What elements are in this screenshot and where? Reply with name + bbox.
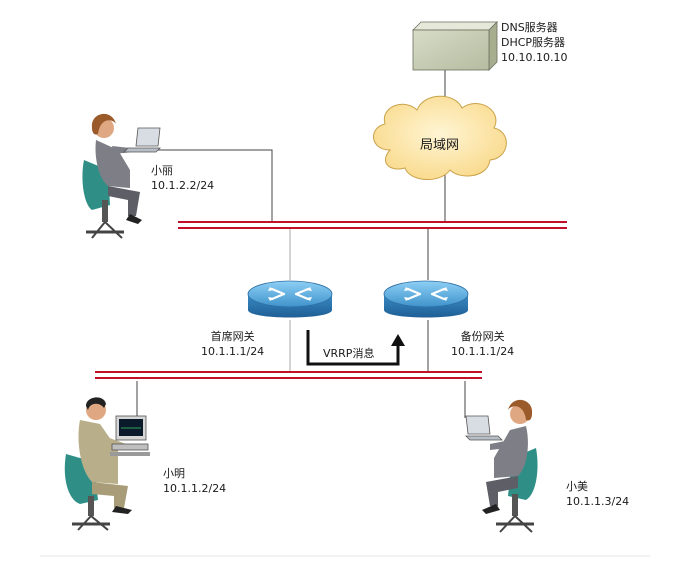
vrrp-arrow-icon (306, 330, 405, 366)
server-label-dns: DNS服务器 (501, 21, 558, 34)
xiaomei-person-icon (465, 399, 538, 533)
server-icon (412, 21, 498, 71)
server-label-ip: 10.10.10.10 (501, 51, 568, 64)
xiaoming-person-icon (64, 397, 150, 531)
xiaoming-ip: 10.1.1.2/24 (163, 482, 227, 495)
primary-router-icon (247, 280, 333, 318)
network-links (118, 70, 466, 425)
primary-router-name: 首席网关 (210, 330, 255, 343)
lan-cloud-icon (373, 95, 507, 180)
xiaoli-ip: 10.1.2.2/24 (151, 179, 215, 192)
bottom-lan-bus (95, 371, 482, 379)
vrrp-message-label: VRRP消息 (323, 347, 375, 360)
xiaoli-label: 小丽 10.1.2.2/24 (151, 163, 214, 193)
xiaoli-to-top-bus-link (118, 149, 273, 222)
server-label: DNS服务器 DHCP服务器 10.10.10.10 (501, 20, 567, 65)
xiaomei-label: 小美 10.1.1.3/24 (566, 479, 629, 509)
top-lan-bus (178, 221, 567, 229)
xiaoming-label: 小明 10.1.1.2/24 (163, 466, 226, 496)
lan-cloud-label: 局域网 (420, 138, 460, 153)
primary-router-ip: 10.1.1.1/24 (201, 345, 265, 358)
backup-router-name: 备份网关 (460, 330, 505, 343)
xiaoli-name: 小丽 (151, 164, 173, 177)
xiaoming-name: 小明 (163, 467, 185, 480)
xiaoli-person-icon (82, 113, 161, 239)
backup-router-label: 备份网关 10.1.1.1/24 (451, 329, 514, 359)
server-label-dhcp: DHCP服务器 (501, 36, 566, 49)
xiaomei-ip: 10.1.1.3/24 (566, 495, 630, 508)
primary-router-label: 首席网关 10.1.1.1/24 (201, 329, 264, 359)
backup-router-icon (383, 280, 469, 318)
xiaomei-name: 小美 (566, 480, 588, 493)
backup-router-ip: 10.1.1.1/24 (451, 345, 515, 358)
